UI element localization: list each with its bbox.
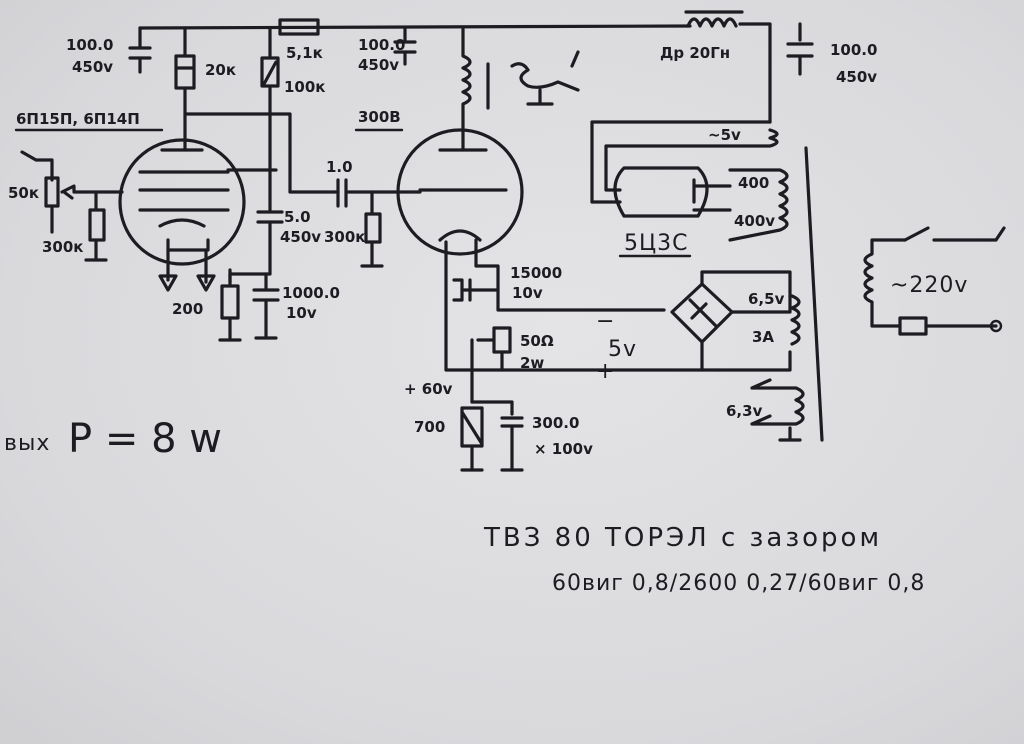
- label-c15000: 15000: [510, 264, 562, 282]
- bridge-rectifier: [670, 282, 792, 372]
- label-minus: −: [596, 309, 615, 334]
- label-c2v: 450v: [358, 56, 399, 74]
- label-c1000v: 10v: [286, 304, 317, 322]
- mains-winding: [863, 238, 907, 328]
- heater-winding-5v: [590, 120, 779, 204]
- label-tube1: 6П15П, 6П14П: [16, 110, 140, 128]
- label-pot50k: 50к: [8, 184, 39, 202]
- label-c10: 1.0: [326, 158, 353, 176]
- resistor-100k: [260, 26, 280, 212]
- top-rail: [138, 22, 772, 124]
- label-6v5: 6,5v: [748, 290, 785, 308]
- ot-secondary: [510, 50, 580, 106]
- mains-switch: [903, 226, 1006, 242]
- cap-5uf: [228, 210, 284, 284]
- cap-c3: [786, 22, 814, 76]
- label-r200: 200: [172, 300, 203, 318]
- label-c15000v: 10v: [512, 284, 543, 302]
- label-400b: 400v: [734, 212, 775, 230]
- choke-symbol: [684, 10, 744, 28]
- label-r100k: 100к: [284, 78, 326, 96]
- label-h5v: ~5v: [708, 126, 741, 144]
- winding-6v5: [700, 270, 801, 346]
- label-choke: Др 20Гн: [660, 44, 730, 62]
- label-rect: 5Ц3С: [624, 231, 688, 256]
- tube-6p15p: [118, 138, 246, 266]
- hv-winding: [728, 168, 789, 242]
- resistor-5k1: [278, 18, 320, 36]
- label-c1000: 1000.0: [282, 284, 340, 302]
- pot-50ohm: [476, 326, 512, 372]
- label-r700: 700: [414, 418, 445, 436]
- label-6v3: 6,3v: [726, 402, 763, 420]
- label-r20k: 20к: [205, 61, 236, 79]
- label-c300: 300.0: [532, 414, 579, 432]
- cap-15000uf: [452, 278, 500, 302]
- label-5v: 5v: [608, 337, 637, 362]
- cap-coupling: [333, 178, 422, 208]
- cap-1000uf: [252, 272, 280, 340]
- label-c5: 5.0: [284, 208, 311, 226]
- label-c3v: 450v: [836, 68, 877, 86]
- bias-divider: [460, 338, 484, 472]
- pot-50k: [44, 176, 124, 234]
- label-c300v: × 100v: [534, 440, 593, 458]
- label-plus60: + 60v: [404, 380, 453, 398]
- label-transformer-1: ТВЗ 80 ТОРЭЛ с зазором: [483, 523, 882, 553]
- label-mains: ~220v: [890, 273, 968, 298]
- cap-c1: [128, 26, 152, 74]
- mains-fuse: [898, 316, 998, 336]
- transformer-core: [804, 146, 824, 442]
- label-c1: 100.0: [66, 36, 113, 54]
- cap-300uf: [470, 400, 524, 472]
- label-r50: 50Ω: [520, 332, 554, 350]
- input-jack: [20, 150, 54, 182]
- label-c1v: 450v: [72, 58, 113, 76]
- label-3a: 3А: [752, 328, 774, 346]
- resistor-300k-out: [360, 190, 384, 268]
- label-pout: P = 8 w: [68, 416, 222, 462]
- label-400a: 400: [738, 174, 769, 192]
- label-r300k-b: 300к: [324, 228, 366, 246]
- winding-6v3: [750, 378, 805, 442]
- label-c3: 100.0: [830, 41, 877, 59]
- tube-5ts3s: [613, 166, 732, 218]
- label-c2: 100.0: [358, 36, 405, 54]
- resistor-300k-grid: [84, 190, 108, 262]
- label-r50w: 2w: [520, 354, 544, 372]
- resistor-20k: [174, 26, 196, 152]
- resistor-200: [218, 268, 242, 342]
- label-transformer-2: 60виг 0,8/2600 0,27/60виг 0,8: [552, 571, 925, 596]
- tube-output: [396, 128, 524, 256]
- label-pout-prefix: вых: [4, 431, 50, 456]
- label-c5v: 450v: [280, 228, 321, 246]
- label-plus: +: [596, 359, 615, 384]
- label-300v: 300В: [358, 108, 401, 126]
- ot-primary: [461, 26, 490, 152]
- label-r300k-a: 300к: [42, 238, 84, 256]
- label-r5k: 5,1к: [286, 44, 323, 62]
- cap-c2: [393, 26, 417, 66]
